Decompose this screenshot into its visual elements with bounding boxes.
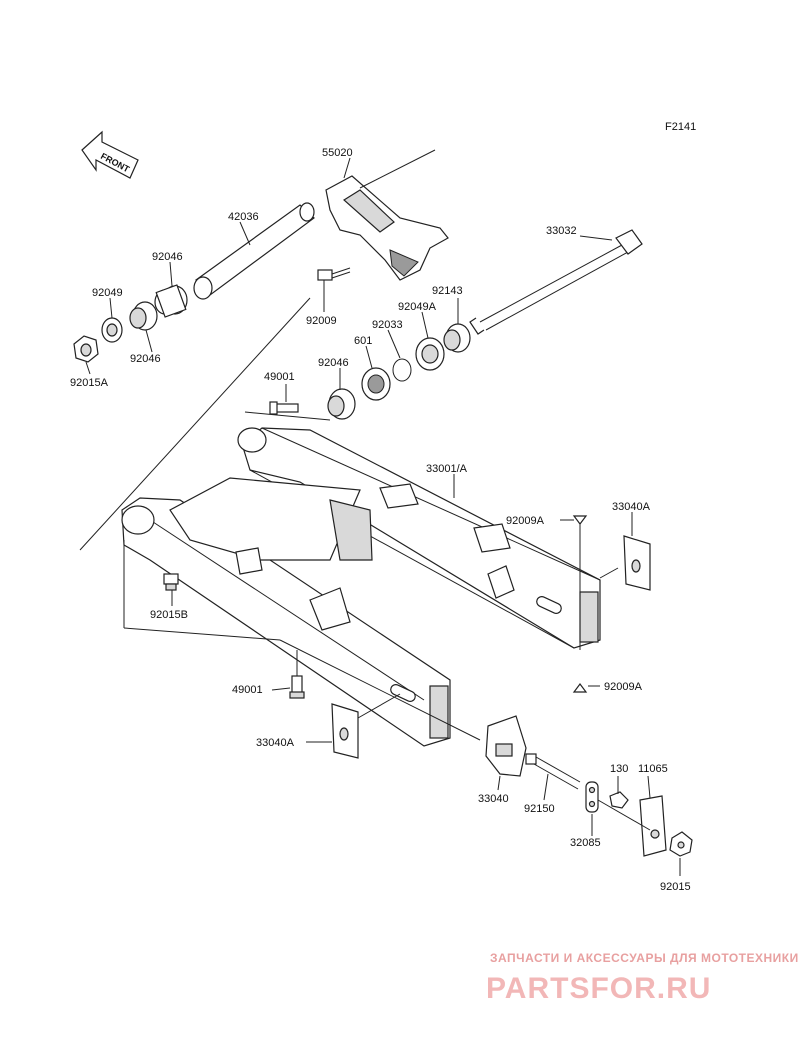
part-label-49001-a: 49001 [264, 371, 295, 383]
chain-guide-part[interactable] [325, 149, 449, 281]
screw-92009A-bottom-part[interactable] [572, 683, 588, 693]
collar-92143-part[interactable] [443, 323, 471, 353]
part-label-92046-a: 92046 [152, 251, 183, 263]
adjuster-bolt-92150-part[interactable] [525, 753, 581, 790]
front-arrow-icon: FRONT [81, 130, 139, 179]
part-label-92046-c: 92046 [318, 357, 349, 369]
nut-92015A-part[interactable] [73, 335, 99, 363]
chain-adjuster-plate-33040A-left-part[interactable] [331, 693, 401, 759]
part-label-92015: 92015 [660, 881, 691, 893]
leader-lines [85, 157, 681, 876]
part-label-42036: 42036 [228, 211, 259, 223]
bolt-92009-part[interactable] [317, 267, 351, 281]
circlip-92033-part[interactable] [392, 358, 412, 382]
part-label-92143: 92143 [432, 285, 463, 297]
part-label-33032: 33032 [546, 225, 577, 237]
part-label-92015A: 92015A [70, 377, 109, 389]
nut-92015-part[interactable] [669, 831, 693, 857]
part-label-92049A: 92049A [398, 301, 437, 313]
nut-130-part[interactable] [609, 791, 629, 809]
chain-adjuster-plate-33040A-right-part[interactable] [623, 535, 651, 591]
part-label-11065: 11065 [638, 763, 668, 775]
plate-32085-part[interactable] [585, 781, 599, 813]
grease-nipple-49001a-part[interactable] [269, 401, 299, 415]
part-label-33040: 33040 [478, 793, 509, 805]
part-label-49001-b: 49001 [232, 684, 263, 696]
part-label-92033: 92033 [372, 319, 403, 331]
part-label-92009A-bottom: 92009A [604, 681, 643, 693]
part-label-32085: 32085 [570, 837, 601, 849]
watermark-tagline: ЗАПЧАСТИ И АКСЕССУАРЫ ДЛЯ МОТОТЕХНИКИ [490, 951, 799, 965]
grease-nipple-49001b-part[interactable] [289, 650, 305, 699]
part-label-130: 130 [610, 763, 628, 775]
part-label-92046-b: 92046 [130, 353, 161, 365]
part-label-92015B: 92015B [150, 609, 188, 621]
spacer-92046b-part[interactable] [129, 301, 158, 331]
watermark-brand: PARTSFOR.RU [486, 972, 711, 1005]
part-label-33040A-right: 33040A [612, 501, 651, 513]
seal-92049A-part[interactable] [415, 337, 445, 371]
spacer-92046a-part[interactable] [154, 284, 188, 318]
swingarm-part[interactable] [121, 427, 601, 747]
bracket-11065-part[interactable] [597, 795, 667, 857]
figure-code: F2141 [665, 121, 696, 133]
part-label-601: 601 [354, 335, 372, 347]
part-label-92150: 92150 [524, 803, 555, 815]
bearing-601-part[interactable] [361, 367, 391, 401]
pivot-bolt-part[interactable] [469, 229, 643, 335]
part-label-92009: 92009 [306, 315, 337, 327]
spacer-92046c-part[interactable] [327, 388, 356, 420]
part-label-33040A-left: 33040A [256, 737, 295, 749]
shaft-sleeve-part[interactable] [193, 202, 315, 300]
seal-92049-part[interactable] [101, 317, 123, 343]
part-label-92009A-top: 92009A [506, 515, 545, 527]
part-label-92049: 92049 [92, 287, 123, 299]
part-label-33001A: 33001/A [426, 463, 468, 475]
screw-92009A-top-part[interactable] [572, 515, 588, 650]
chain-adjuster-block-33040-part[interactable] [485, 715, 527, 777]
part-label-55020: 55020 [322, 147, 353, 159]
bolt-92015B-part[interactable] [163, 573, 179, 591]
